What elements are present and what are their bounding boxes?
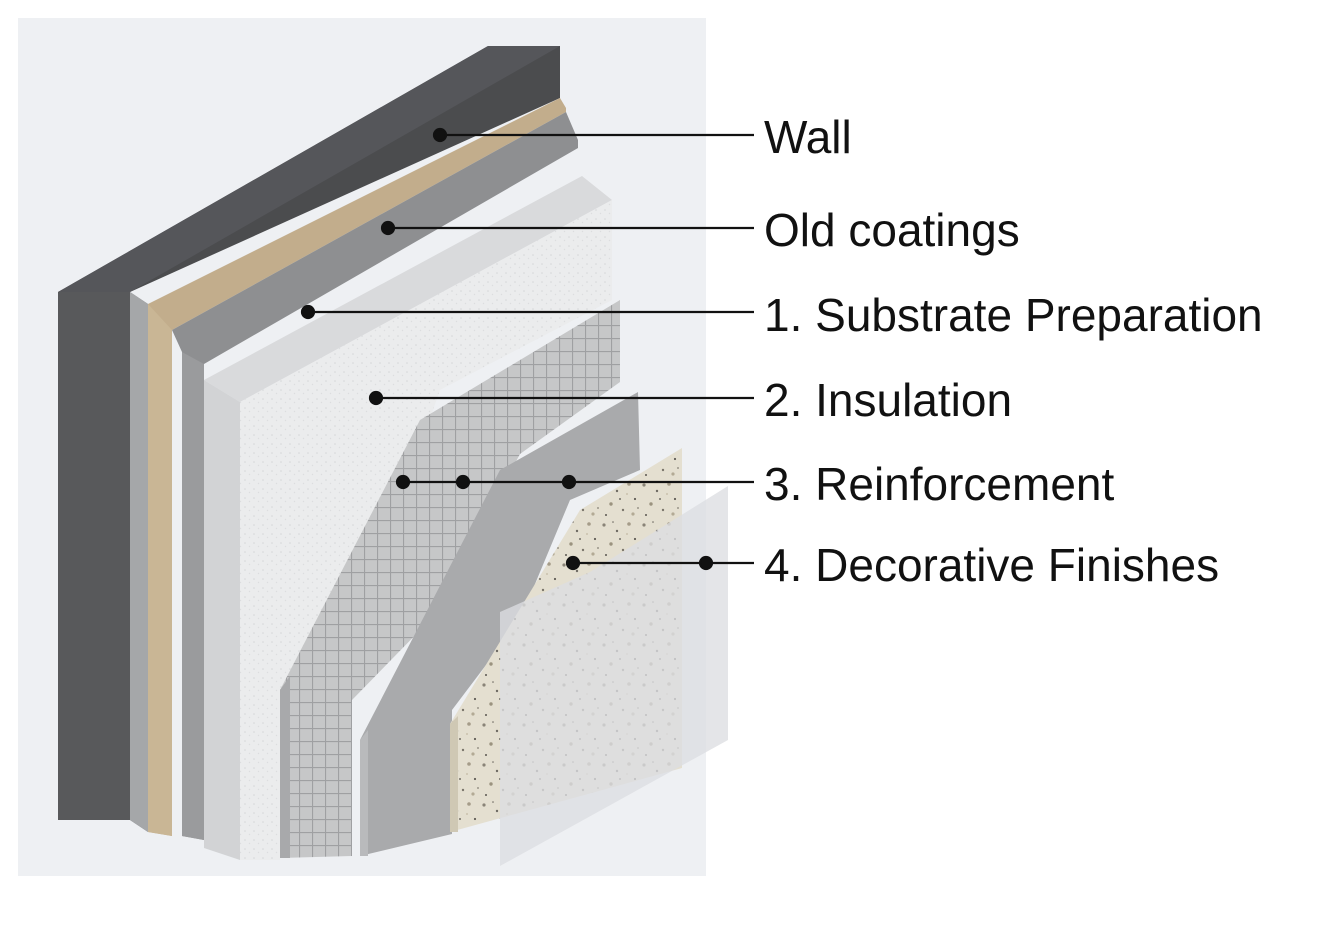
old-coatings-front (130, 292, 148, 832)
substrate-leader-dot (300, 304, 316, 320)
decorative-leader-dot-1 (565, 555, 581, 571)
wall-top-face (58, 46, 560, 292)
old-coatings-leader-dot (380, 220, 396, 236)
reinforcement-leader-dot-1 (395, 474, 411, 490)
old-coatings-side (148, 304, 172, 836)
reinforcement-mesh-edge (280, 676, 290, 858)
decorative-leader-dot-2 (698, 555, 714, 571)
reinforcement-leader-dot-3 (561, 474, 577, 490)
insulation-front (240, 200, 612, 860)
label-decorative-finishes: 4. Decorative Finishes (764, 539, 1220, 591)
insulation-top (204, 176, 612, 402)
glass-film-layer (500, 486, 728, 866)
substrate-layer (172, 112, 578, 840)
leader-lines (300, 127, 754, 571)
label-reinforcement: 3. Reinforcement (764, 458, 1115, 510)
insulation-leader-dot (368, 390, 384, 406)
decorative-finish-edge (450, 716, 458, 832)
label-insulation: 2. Insulation (764, 374, 1013, 426)
base-coat-edge (360, 730, 368, 856)
old-coatings-layer (148, 98, 566, 836)
wall-front (58, 292, 130, 820)
wall-leader-dot (432, 127, 448, 143)
insulation-side (204, 380, 240, 860)
substrate-side (182, 352, 204, 840)
label-substrate-preparation: 1. Substrate Preparation (764, 289, 1263, 341)
reinforcement-leader-dot-2 (455, 474, 471, 490)
label-wall: Wall (764, 111, 852, 163)
label-old-coatings: Old coatings (764, 204, 1020, 256)
